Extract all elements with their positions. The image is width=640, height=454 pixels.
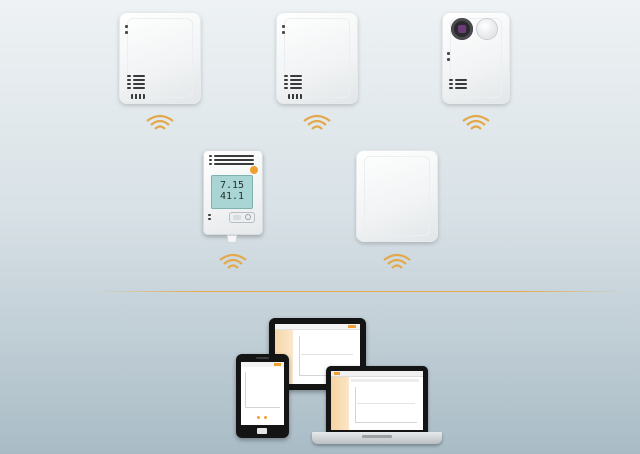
camera-lens-icon xyxy=(451,18,473,40)
app-logo-icon xyxy=(334,372,340,375)
status-leds xyxy=(125,25,128,37)
wifi-signal-icon xyxy=(383,253,411,269)
wifi-sensor-2 xyxy=(276,12,358,104)
app-logo-icon xyxy=(274,363,281,366)
radio-transmission-line xyxy=(95,291,625,292)
phone-speaker xyxy=(256,357,269,359)
wifi-sensor-1 xyxy=(119,12,201,104)
vent-grille xyxy=(288,94,302,101)
sensor-front-panel xyxy=(364,156,430,236)
home-button-icon xyxy=(257,428,267,434)
lcd-reading-2: 41.1 xyxy=(219,191,245,202)
vent-grille xyxy=(449,79,453,91)
phone-screen xyxy=(241,362,284,425)
nav-dot-icon xyxy=(257,416,260,419)
wifi-signal-icon xyxy=(462,114,490,130)
chart-axis xyxy=(299,336,300,376)
chart-axis xyxy=(245,372,246,408)
status-led-icon xyxy=(250,166,258,174)
vent-grille xyxy=(127,75,131,91)
vent-grille xyxy=(284,75,288,91)
chart-axis xyxy=(355,422,417,423)
laptop-touchpad xyxy=(362,435,392,438)
vent-grille xyxy=(208,214,211,222)
lcd-reading-1: 7.15 xyxy=(219,180,245,191)
app-logo-icon xyxy=(348,325,356,328)
logger-button xyxy=(229,212,255,223)
app-sidebar xyxy=(331,377,349,430)
vent-grille xyxy=(290,75,302,91)
wifi-signal-icon xyxy=(146,114,174,130)
chart-line xyxy=(301,354,353,355)
wifi-sensor-with-probe xyxy=(442,12,510,104)
laptop xyxy=(312,366,442,448)
chart-line xyxy=(357,403,415,404)
sensor-probe-icon xyxy=(477,19,497,39)
smartphone xyxy=(236,354,289,438)
status-leds xyxy=(282,25,285,37)
vent-grille xyxy=(214,155,254,167)
laptop-lid xyxy=(326,366,428,432)
vent-grille xyxy=(133,75,145,91)
lcd-display: 7.15 41.1 xyxy=(211,175,253,209)
vent-grille xyxy=(209,155,212,167)
data-logger-with-display: 7.15 41.1 xyxy=(203,150,263,235)
chart-axis xyxy=(355,387,356,423)
nav-dot-icon xyxy=(264,416,267,419)
vent-grille xyxy=(455,79,467,91)
chart-axis xyxy=(245,407,280,408)
wifi-sensor-3 xyxy=(356,150,438,242)
laptop-base xyxy=(312,432,442,444)
status-leds xyxy=(447,52,450,64)
laptop-screen xyxy=(331,371,423,430)
logger-connector xyxy=(228,236,236,242)
app-toolbar xyxy=(351,379,419,382)
wifi-signal-icon xyxy=(303,114,331,130)
vent-grille xyxy=(131,94,145,101)
wifi-signal-icon xyxy=(219,253,247,269)
